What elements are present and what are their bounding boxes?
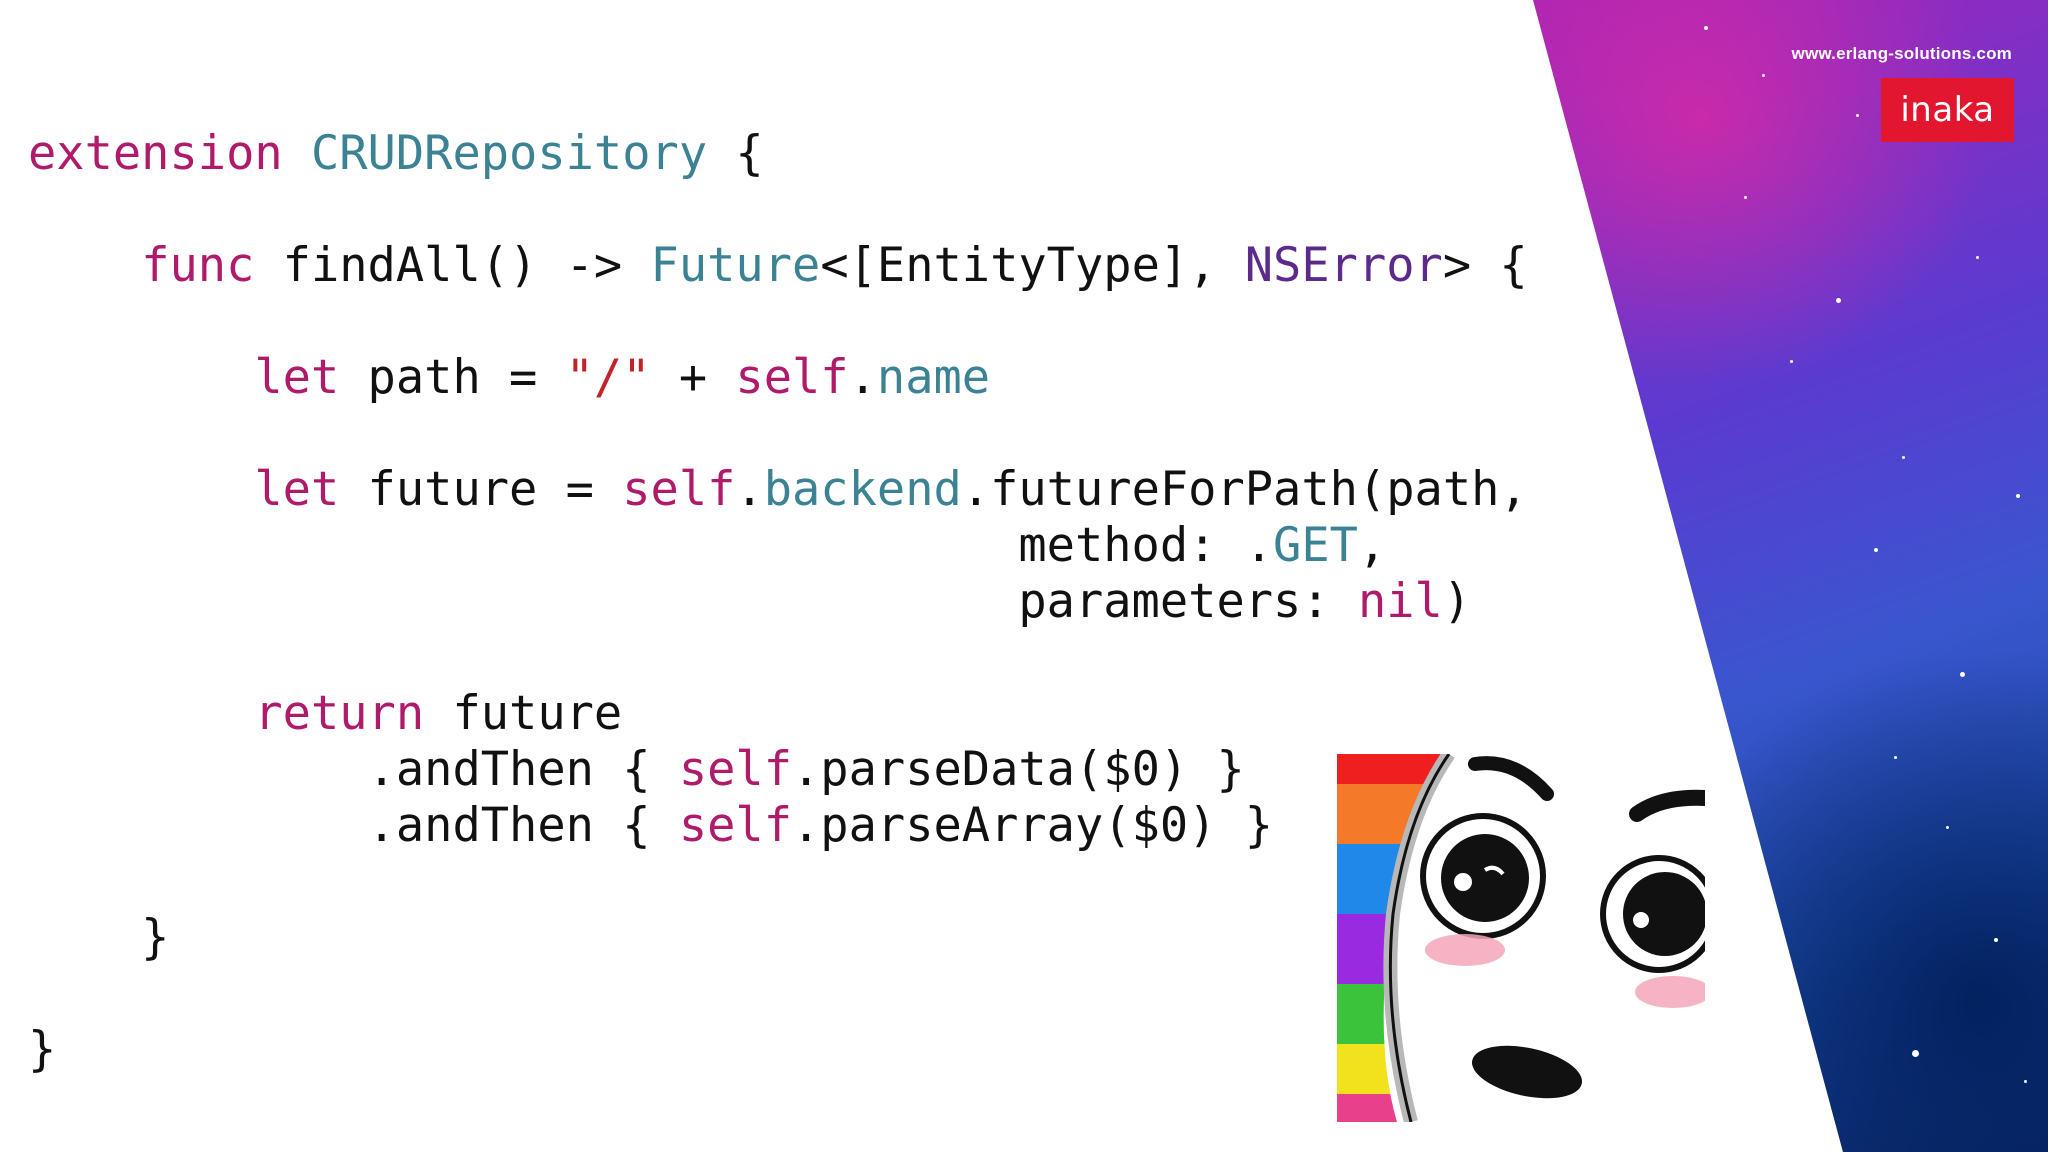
star xyxy=(2024,1080,2027,1083)
star xyxy=(1836,298,1841,303)
code-token: name xyxy=(876,350,991,405)
star xyxy=(1874,548,1878,552)
code-token: .parseArray($0) } xyxy=(792,798,1274,853)
code-line: parameters: nil) xyxy=(28,574,1471,630)
star xyxy=(1704,26,1708,30)
code-token xyxy=(28,238,141,293)
code-token: > { xyxy=(1442,238,1528,293)
code-token: . xyxy=(735,462,764,517)
code-token: extension xyxy=(28,126,283,181)
code-token: .andThen { xyxy=(28,742,679,797)
code-token: Future xyxy=(650,238,821,293)
code-token: GET xyxy=(1273,518,1358,573)
star xyxy=(1902,456,1905,459)
code-token: backend xyxy=(763,462,962,517)
star xyxy=(1994,938,1998,942)
code-token: NSError xyxy=(1244,238,1443,293)
code-token: } xyxy=(28,1022,57,1077)
star xyxy=(1912,1050,1919,1057)
code-token: .andThen { xyxy=(28,798,679,853)
code-token: } xyxy=(28,910,170,965)
code-line: } xyxy=(28,910,169,966)
code-token: CRUDRepository xyxy=(310,126,708,181)
code-token xyxy=(28,686,254,741)
code-line: } xyxy=(28,1022,56,1078)
code-block: extension CRUDRepository { func findAll(… xyxy=(28,126,1588,1077)
code-token: ) xyxy=(1442,574,1472,629)
star xyxy=(1856,114,1859,117)
star xyxy=(1790,360,1793,363)
code-token: findAll() -> xyxy=(254,238,651,293)
code-token: future xyxy=(424,686,623,741)
code-token xyxy=(28,350,254,405)
code-token xyxy=(28,462,254,517)
inaka-logo: inaka xyxy=(1881,78,2014,142)
code-line: let future = self.backend.futureForPath(… xyxy=(28,462,1528,518)
star xyxy=(1762,74,1765,77)
star xyxy=(1894,756,1897,759)
code-token: let xyxy=(254,350,340,405)
code-line: .andThen { self.parseArray($0) } xyxy=(28,798,1274,854)
code-line: func findAll() -> Future<[EntityType], N… xyxy=(28,238,1528,294)
code-line: let path = "/" + self.name xyxy=(28,350,990,406)
code-token xyxy=(283,126,311,181)
code-line: method: .GET, xyxy=(28,518,1386,574)
star xyxy=(1946,826,1949,829)
code-token: path = xyxy=(339,350,566,405)
site-url: www.erlang-solutions.com xyxy=(1791,44,2012,63)
code-token: + xyxy=(650,350,736,405)
code-token: , xyxy=(1357,518,1387,573)
code-token: parameters: xyxy=(28,574,1358,629)
code-token: .futureForPath(path, xyxy=(961,462,1528,517)
code-token: self xyxy=(678,798,793,853)
code-token: .parseData($0) } xyxy=(792,742,1245,797)
star xyxy=(1960,672,1965,677)
code-token: <[EntityType], xyxy=(820,238,1245,293)
code-token: let xyxy=(254,462,340,517)
code-token: self xyxy=(678,742,793,797)
code-line: return future xyxy=(28,686,622,742)
code-token: method: . xyxy=(28,518,1274,573)
code-token: { xyxy=(707,126,764,181)
amazed-face-meme-image xyxy=(1337,754,1705,1122)
code-line: .andThen { self.parseData($0) } xyxy=(28,742,1245,798)
code-line: extension CRUDRepository { xyxy=(28,126,764,182)
code-token: func xyxy=(141,238,255,293)
code-token: . xyxy=(848,350,877,405)
code-token: self xyxy=(735,350,849,405)
code-token: nil xyxy=(1357,574,1443,629)
code-token: future = xyxy=(339,462,623,517)
star xyxy=(1744,196,1747,199)
code-token: return xyxy=(254,686,425,741)
amazed-face-icon xyxy=(1337,754,1705,1122)
star xyxy=(2016,494,2020,498)
star xyxy=(1976,256,1979,259)
code-token: "/" xyxy=(565,350,651,405)
code-token: self xyxy=(622,462,736,517)
